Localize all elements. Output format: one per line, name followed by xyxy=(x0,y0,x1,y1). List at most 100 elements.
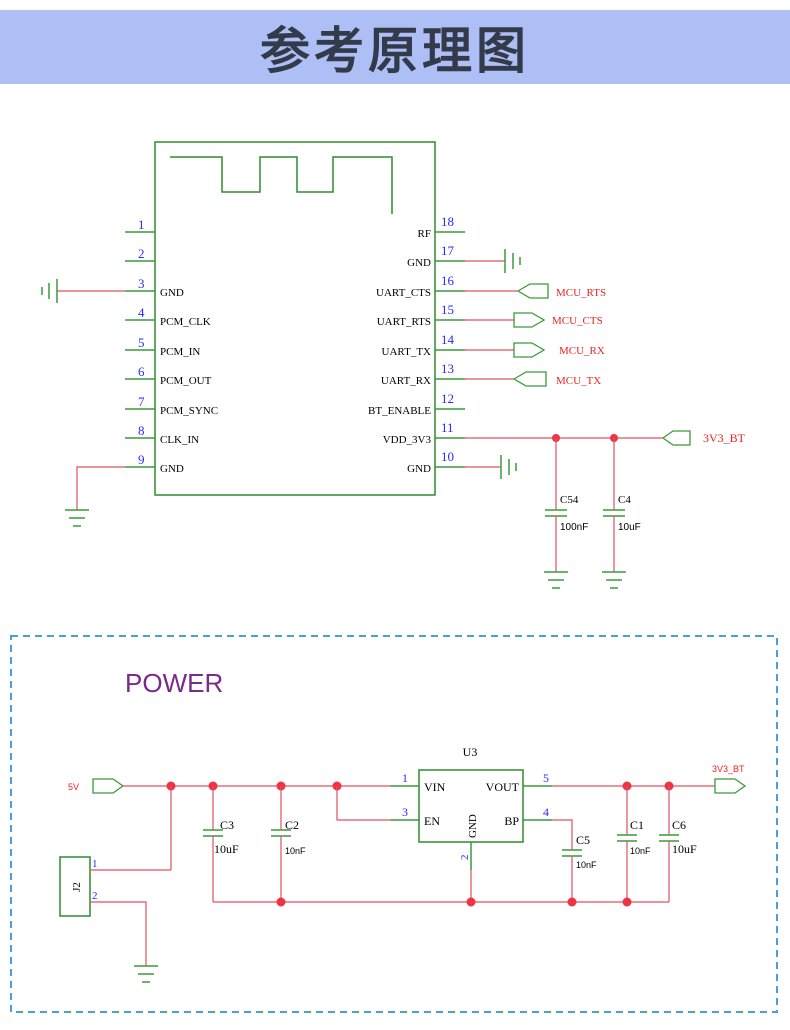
pin-name: PCM_SYNC xyxy=(160,405,218,417)
net-port-output xyxy=(92,778,125,794)
wire xyxy=(76,466,125,510)
power-frame xyxy=(10,635,778,1013)
page-title: 参考原理图 xyxy=(260,22,530,80)
wire xyxy=(552,819,573,850)
module-symbol xyxy=(154,141,436,496)
pin-number: 11 xyxy=(441,420,454,435)
antenna-trace xyxy=(170,156,393,214)
junction-dot xyxy=(622,897,632,907)
net-port-output xyxy=(513,342,546,358)
net-label-3v3-bt: 3V3_BT xyxy=(712,764,745,774)
pin-number: 10 xyxy=(441,449,454,464)
pin-number: 15 xyxy=(441,302,454,317)
power-title: POWER xyxy=(125,668,223,698)
cap-ref: C54 xyxy=(560,494,579,506)
pin-name: VDD_3V3 xyxy=(383,434,432,446)
pin-number: 17 xyxy=(441,243,455,258)
pin-number: 6 xyxy=(138,364,145,379)
pin-number: 4 xyxy=(543,805,549,819)
pin-number: 8 xyxy=(138,423,145,438)
junction-dot xyxy=(567,897,577,907)
pin-number: 16 xyxy=(441,273,455,288)
cap-ref: C5 xyxy=(576,833,590,847)
pin-number: 2 xyxy=(138,246,145,261)
ground-rail xyxy=(213,897,669,907)
cap-value: 10uF xyxy=(214,842,239,856)
pin-number: 4 xyxy=(138,305,145,320)
cap-ref: C6 xyxy=(672,818,686,832)
connector-body xyxy=(59,856,91,917)
cap-value: 100nF xyxy=(560,522,588,533)
cap-ref: C1 xyxy=(630,818,644,832)
cap-ref: C4 xyxy=(618,494,631,506)
cap-value: 10uF xyxy=(672,842,697,856)
pin-name: BT_ENABLE xyxy=(368,405,431,417)
wire xyxy=(336,786,390,821)
cap-value: 10uF xyxy=(618,522,641,533)
pin-number: 18 xyxy=(441,214,454,229)
pin-number: 13 xyxy=(441,361,454,376)
pin-number: 1 xyxy=(402,771,408,785)
regulator-ref: U3 xyxy=(463,745,478,759)
pin-number: 3 xyxy=(138,276,145,291)
pin-name: VIN xyxy=(424,780,446,794)
pin-number: 3 xyxy=(402,805,408,819)
pin-name: PCM_CLK xyxy=(160,316,211,328)
net-label-mcu-rx: MCU_RX xyxy=(559,345,605,357)
pin-name: GND xyxy=(407,463,431,475)
ground-symbol xyxy=(465,455,517,479)
cap-ref: C3 xyxy=(220,818,234,832)
pin-name: GND xyxy=(160,287,184,299)
pin-number: 7 xyxy=(138,394,145,409)
pin-name: EN xyxy=(424,814,440,828)
pin-name: PCM_IN xyxy=(160,346,200,358)
cap-value: 10nF xyxy=(285,846,306,856)
left-pins: 1 2 3 4 5 6 7 8 9 GND PCM_CLK PCM_IN PCM… xyxy=(125,217,218,475)
pin-number: 2 xyxy=(92,890,98,902)
output-3v3: 3V3_BT C5 10nF C1 10nF C6 10uF xyxy=(552,764,747,902)
uart-nets: MCU_RTS MCU_CTS MCU_RX MCU_TX xyxy=(465,283,606,387)
pin-number: 14 xyxy=(441,332,455,347)
net-port-input xyxy=(661,430,691,446)
pin-name: RF xyxy=(418,228,431,240)
connector-j2: J2 1 2 xyxy=(59,786,172,983)
vdd-rail: 3V3_BT C54 100nF C4 10uF xyxy=(465,430,746,589)
wire xyxy=(90,901,147,966)
title-banner: 参考原理图 xyxy=(0,10,790,84)
net-port-output xyxy=(714,778,747,794)
pin-number: 5 xyxy=(138,335,145,350)
cap-value: 10nF xyxy=(576,860,597,870)
net-port-output xyxy=(513,312,546,328)
pin-name: UART_RX xyxy=(381,375,431,387)
ground-symbol xyxy=(465,249,521,273)
net-label-5v: 5V xyxy=(68,782,79,792)
pin-number: 1 xyxy=(92,858,98,870)
input-5v: 5V xyxy=(68,778,390,794)
net-label-3v3-bt: 3V3_BT xyxy=(703,431,746,445)
pin-name: GND xyxy=(160,463,184,475)
pin-name: PCM_OUT xyxy=(160,375,212,387)
cap-ref: C2 xyxy=(285,818,299,832)
pin-name: CLK_IN xyxy=(160,434,199,446)
pin-number: 1 xyxy=(138,217,145,232)
module-body xyxy=(154,141,436,496)
pin-number: 2 xyxy=(459,855,471,861)
net-label-mcu-rts: MCU_RTS xyxy=(556,287,606,299)
connector-ref: J2 xyxy=(71,882,83,892)
pin-name: UART_CTS xyxy=(376,287,431,299)
right-pins: 18 17 16 15 14 13 12 11 10 RF GND UART_C… xyxy=(368,214,465,475)
pin-name: UART_RTS xyxy=(377,316,431,328)
pin-name: VOUT xyxy=(486,780,520,794)
net-port-input xyxy=(516,283,549,299)
net-label-mcu-tx: MCU_TX xyxy=(556,375,601,387)
pin-name: GND xyxy=(467,814,479,838)
ground-symbol xyxy=(41,279,125,303)
regulator-u3: U3 1 VIN 3 EN GND 2 VOUT 5 BP 4 xyxy=(336,745,552,902)
net-port-input xyxy=(512,371,547,387)
junction-dot xyxy=(466,897,476,907)
pin-number: 12 xyxy=(441,391,454,406)
input-caps: C3 10uF C2 10nF xyxy=(203,786,306,902)
ground-symbol xyxy=(65,466,125,527)
pin-number: 5 xyxy=(543,771,549,785)
